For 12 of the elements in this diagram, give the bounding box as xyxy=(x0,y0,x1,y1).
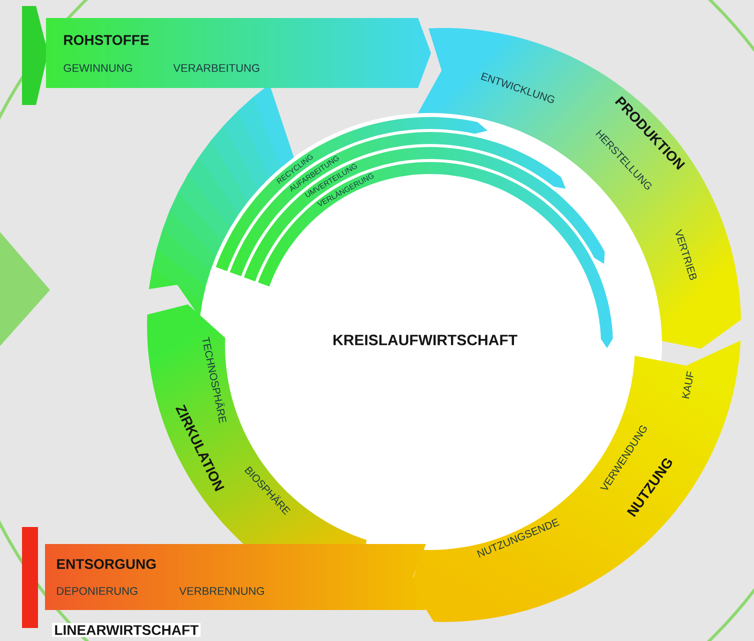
center-title: KREISLAUFWIRTSCHAFT xyxy=(334,334,518,346)
stage-label: GEWINNUNG xyxy=(64,64,132,72)
segment-title: ROHSTOFFE xyxy=(64,35,149,45)
color-bar xyxy=(22,6,48,105)
stage-label: VERBRENNUNG xyxy=(179,587,264,595)
stage-label: VERARBEITUNG xyxy=(173,64,260,72)
stage-label: DEPONIERUNG xyxy=(57,587,138,595)
segment-title: ENTSORGUNG xyxy=(57,559,156,569)
chevron-shape xyxy=(0,232,50,346)
stage-label: KAUF xyxy=(682,370,694,399)
section-label: LINEARWIRTSCHAFT xyxy=(52,623,201,637)
color-bar xyxy=(22,527,38,628)
